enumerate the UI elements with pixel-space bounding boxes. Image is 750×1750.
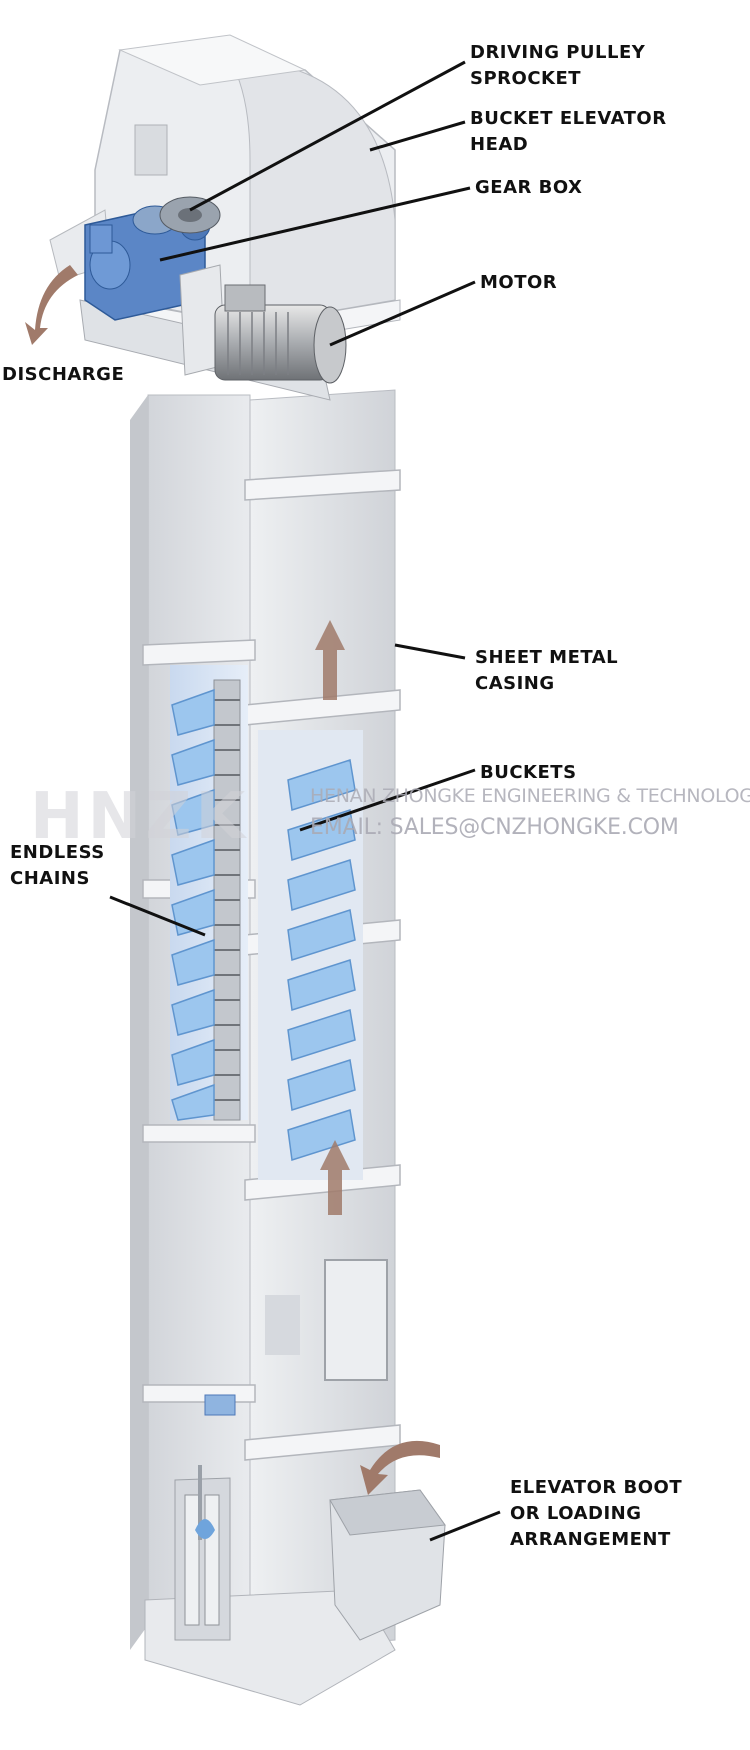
label-discharge: DISCHARGE <box>2 362 124 388</box>
discharge-arrow <box>25 265 78 345</box>
inspection-panel <box>265 1295 300 1355</box>
label-line: ARRANGEMENT <box>510 1529 671 1550</box>
label-endless-chains: ENDLESS CHAINS <box>10 840 105 892</box>
label-sheet-metal-casing: SHEET METAL CASING <box>475 645 618 697</box>
label-motor: MOTOR <box>480 270 557 296</box>
descending-buckets <box>171 688 215 1121</box>
label-line: DISCHARGE <box>2 364 125 385</box>
label-line: BUCKETS <box>480 762 577 783</box>
ascending-buckets <box>287 759 356 1161</box>
watermark-email: EMAIL: SALES@CNZHONGKE.COM <box>310 815 679 840</box>
label-line: GEAR BOX <box>475 177 583 198</box>
motor <box>214 284 347 384</box>
label-line: DRIVING PULLEY <box>470 42 646 63</box>
label-line: MOTOR <box>480 272 558 293</box>
watermark-company: HENAN ZHONGKE ENGINEERING & TECHNOLOGY <box>310 785 750 807</box>
label-line: SHEET METAL <box>475 647 619 668</box>
pulley-sprocket <box>159 196 221 234</box>
label-line: BUCKET ELEVATOR <box>470 108 667 129</box>
inspection-door <box>324 1259 388 1381</box>
label-elevator-boot: ELEVATOR BOOT OR LOADING ARRANGEMENT <box>510 1475 682 1553</box>
label-line: OR LOADING <box>510 1503 642 1524</box>
label-buckets: BUCKETS <box>480 760 577 786</box>
right-leg-window <box>258 730 363 1180</box>
label-driving-pulley-sprocket: DRIVING PULLEY SPROCKET <box>470 40 645 92</box>
label-line: HEAD <box>470 134 529 155</box>
leader-lines <box>109 60 501 1542</box>
endless-chain <box>213 679 241 1121</box>
label-line: CHAINS <box>10 868 90 889</box>
label-line: ENDLESS <box>10 842 105 863</box>
label-line: ELEVATOR BOOT <box>510 1477 683 1498</box>
label-bucket-elevator-head: BUCKET ELEVATOR HEAD <box>470 106 667 158</box>
watermark-brand: HNZK <box>30 780 250 854</box>
label-line: SPROCKET <box>470 68 582 89</box>
loading-hopper <box>329 1440 446 1641</box>
flow-arrows <box>315 620 350 1215</box>
label-gear-box: GEAR BOX <box>475 175 582 201</box>
label-line: CASING <box>475 673 555 694</box>
elevator-boot <box>144 1394 396 1706</box>
